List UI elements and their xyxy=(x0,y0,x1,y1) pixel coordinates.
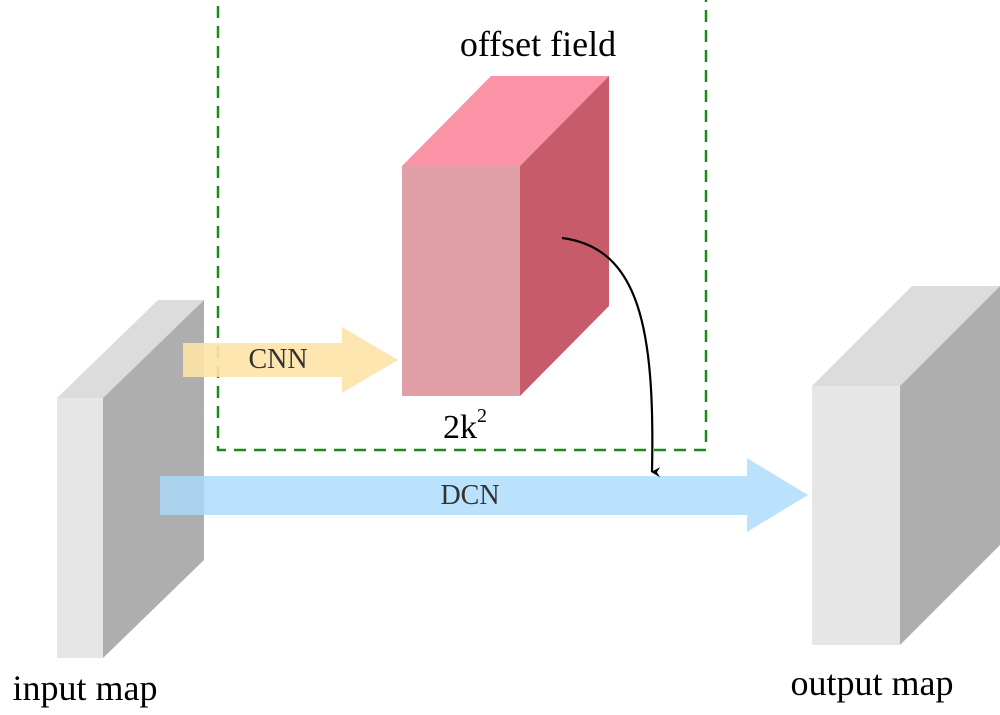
offset-size-exponent: 2 xyxy=(477,405,487,427)
input-map-front xyxy=(57,398,103,658)
dcn-arrow-shape xyxy=(160,458,808,532)
cnn-arrow-shape xyxy=(183,327,398,393)
offset-field-top xyxy=(402,76,609,166)
offset-size-label: 2k2 xyxy=(443,405,487,446)
cnn-label: CNN xyxy=(248,344,307,375)
output-map-block xyxy=(812,286,1000,645)
offset-field-front xyxy=(402,166,520,396)
dcn-arrow: DCN xyxy=(160,458,808,532)
output-map-top xyxy=(812,286,1000,386)
offset-branch-dashed-box xyxy=(216,0,708,452)
offset-to-dcn-connector xyxy=(561,236,661,478)
cnn-arrow: CNN xyxy=(183,327,398,393)
output-map-label: output map xyxy=(791,663,954,703)
output-map-front xyxy=(812,386,900,645)
input-map-top xyxy=(57,300,204,398)
output-map-side xyxy=(900,286,1000,645)
dcn-label: DCN xyxy=(440,480,499,511)
offset-field-side xyxy=(520,76,609,396)
input-map-label: input map xyxy=(13,668,158,708)
input-map-block xyxy=(57,300,204,658)
offset-field-label: offset field xyxy=(460,24,616,64)
offset-size-base: 2k xyxy=(443,409,477,446)
offset-field-block xyxy=(402,76,609,396)
input-map-side xyxy=(103,300,204,658)
